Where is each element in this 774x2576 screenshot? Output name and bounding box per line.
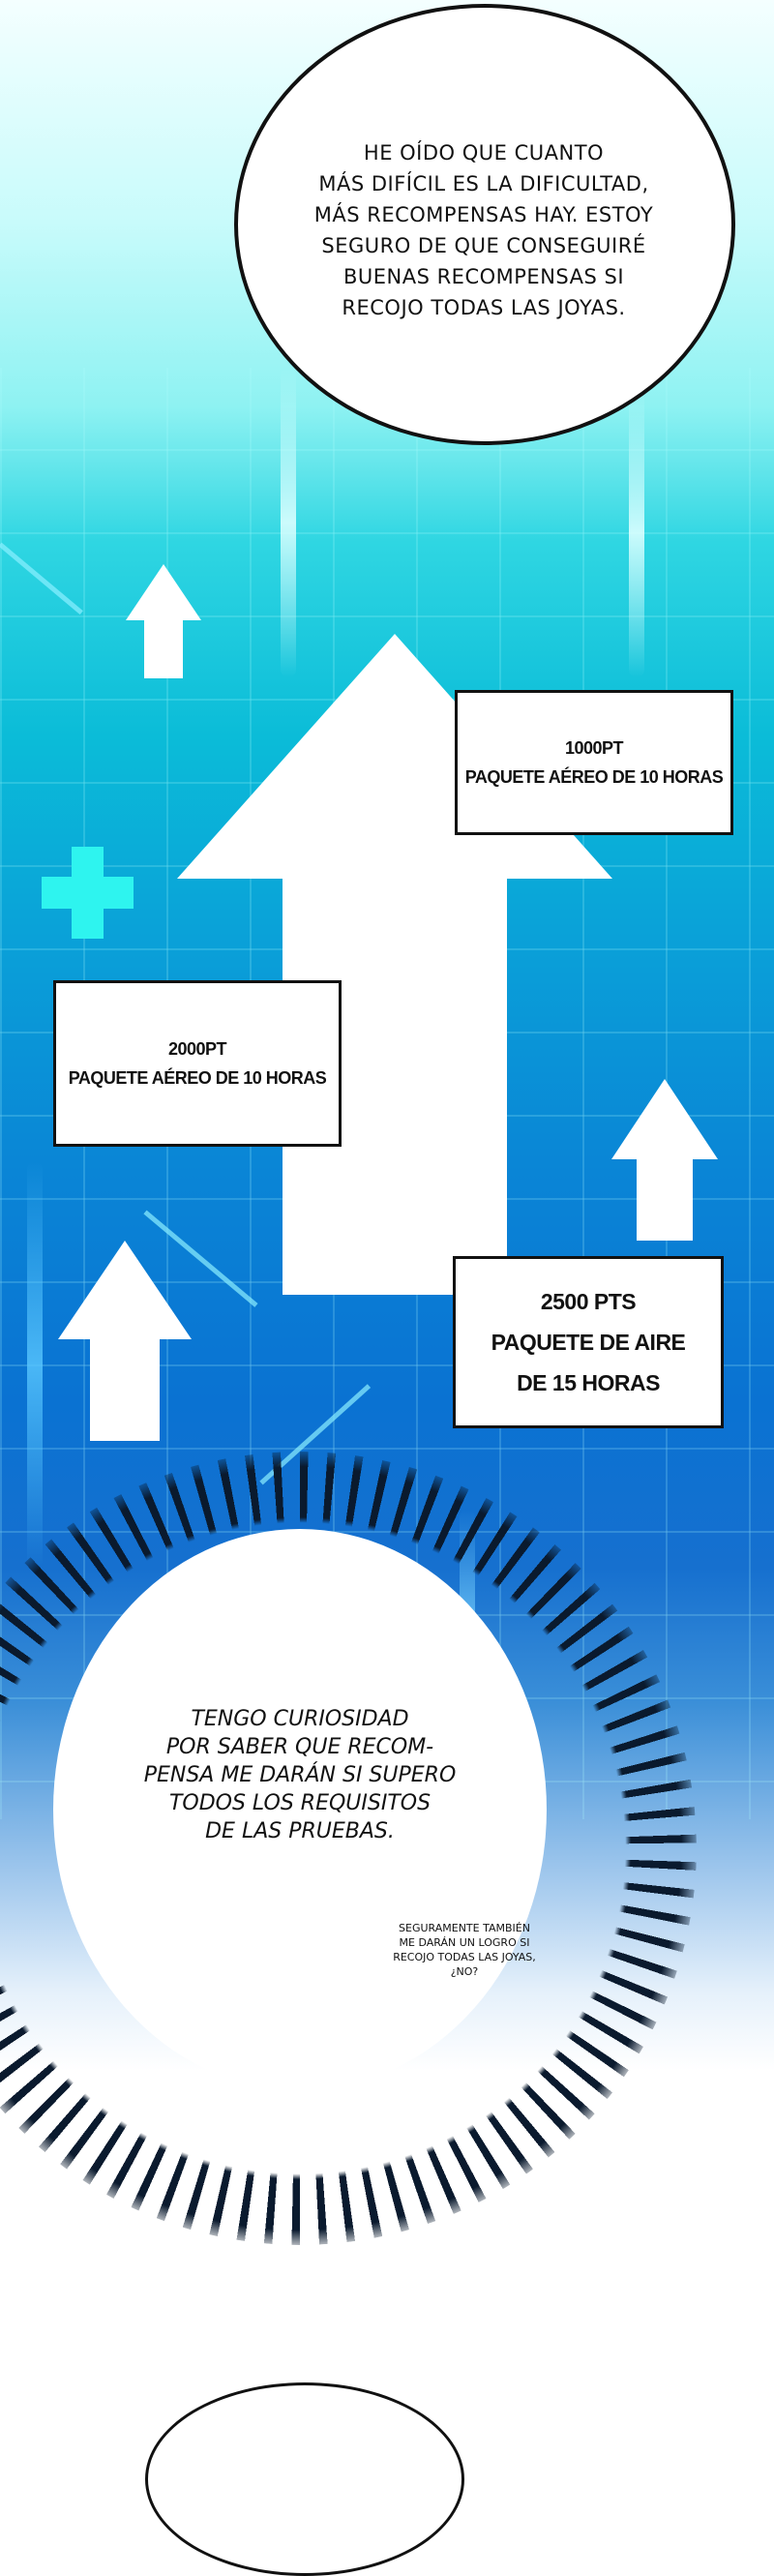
bubble-line: HE OÍDO QUE CUANTO: [363, 141, 605, 165]
reward-description: PAQUETE AÉREO DE 10 HORAS: [68, 1068, 327, 1088]
reward-description: PAQUETE AÉREO DE 10 HORAS: [464, 767, 724, 787]
reward-box-1000: 1000PT PAQUETE AÉREO DE 10 HORAS: [455, 690, 733, 835]
reward-description: DE 15 HORAS: [517, 1370, 660, 1395]
aside-line: SEGURAMENTE TAMBIÉN: [399, 1922, 530, 1934]
light-streak: [27, 1161, 43, 1568]
aside-line: RECOJO TODAS LAS JOYAS,: [393, 1951, 536, 1963]
bubble-line: BUENAS RECOMPENSAS SI: [342, 265, 625, 288]
reward-points: 2000PT: [167, 1039, 227, 1059]
reward-description: PAQUETE DE AIRE: [491, 1330, 686, 1355]
bubble-line: TODOS LOS REQUISITOS: [168, 1791, 432, 1815]
bubble-line: MÁS DIFÍCIL ES LA DIFICULTAD,: [318, 172, 649, 195]
bubble-line: PENSA ME DARÁN SI SUPERO: [143, 1763, 457, 1787]
bubble-line: DE LAS PRUEBAS.: [205, 1819, 395, 1843]
bubble-line: TENGO CURIOSIDAD: [191, 1707, 409, 1731]
light-streak: [629, 387, 644, 677]
aside-line: ME DARÁN UN LOGRO SI: [399, 1936, 530, 1949]
reward-box-2000: 2000PT PAQUETE AÉREO DE 10 HORAS: [53, 980, 342, 1147]
bubble-line: SEGURO DE QUE CONSEGUIRÉ: [321, 234, 646, 257]
speech-bubble-text: HE OÍDO QUE CUANTO MÁS DIFÍCIL ES LA DIF…: [290, 137, 677, 323]
light-streak: [281, 368, 296, 677]
speech-bubble: [234, 4, 735, 445]
thought-bubble-text: TENGO CURIOSIDAD POR SABER QUE RECOM- PE…: [106, 1705, 493, 1845]
arrow-up-icon: [58, 1241, 192, 1441]
aside-text: SEGURAMENTE TAMBIÉN ME DARÁN UN LOGRO SI…: [363, 1921, 566, 1979]
thought-bubble: [53, 1529, 547, 2090]
bubble-line: POR SABER QUE RECOM-: [165, 1735, 434, 1759]
reward-box-2500: 2500 PTS PAQUETE DE AIRE DE 15 HORAS: [453, 1256, 724, 1428]
reward-points: 1000PT: [564, 738, 624, 758]
arrow-up-icon: [126, 564, 201, 678]
bubble-line: MÁS RECOMPENSAS HAY. ESTOY: [313, 203, 654, 226]
aside-line: ¿NO?: [450, 1965, 479, 1978]
plus-icon: [42, 847, 134, 939]
speech-bubble-partial: [145, 2382, 464, 2576]
reward-points: 2500 PTS: [540, 1289, 637, 1314]
bubble-line: RECOJO TODAS LAS JOYAS.: [342, 296, 626, 319]
arrow-up-icon: [611, 1079, 718, 1241]
